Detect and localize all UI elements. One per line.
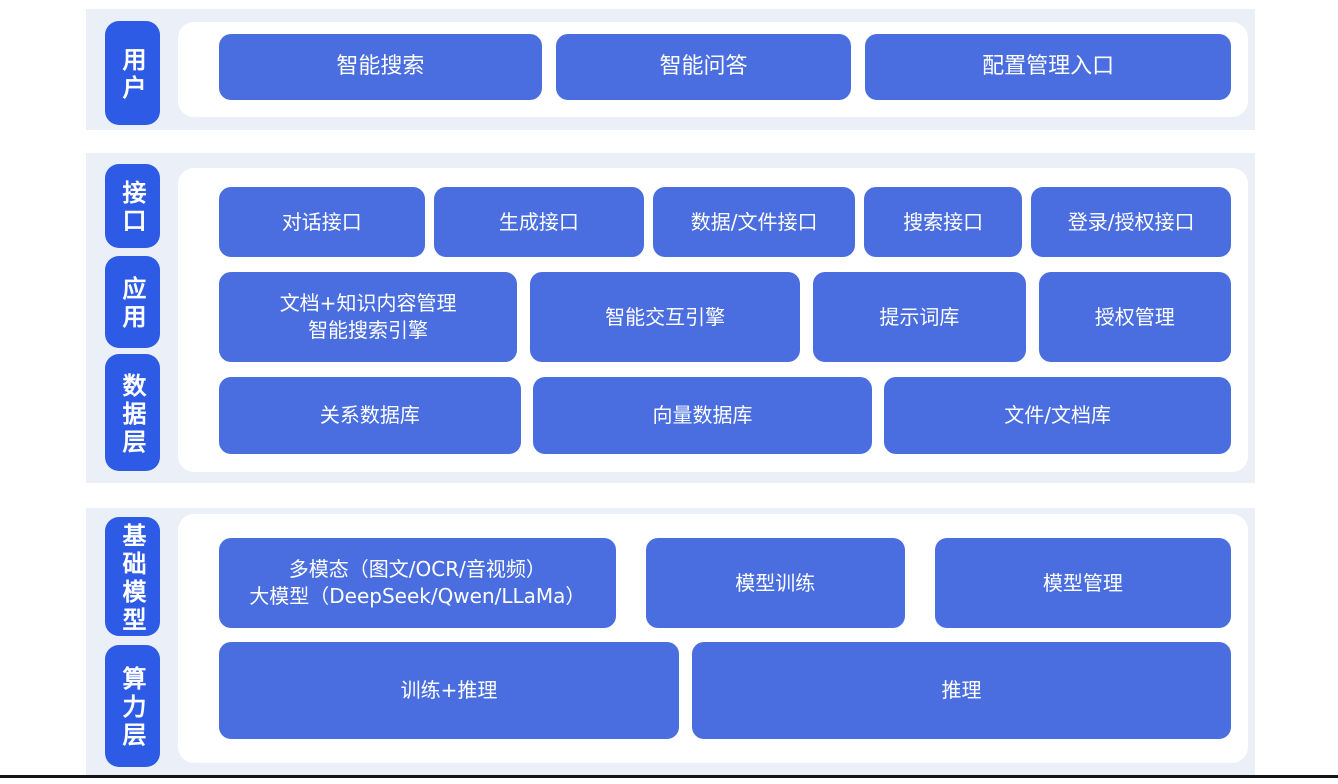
block-interaction-engine: 智能交互引擎 <box>530 272 801 362</box>
row-models: 多模态（图文/OCR/音视频） 大模型（DeepSeek/Qwen/LLaMa）… <box>219 538 1232 628</box>
block-auth-management: 授权管理 <box>1038 272 1231 362</box>
card-user: 智能搜索 智能问答 配置管理入口 <box>178 22 1248 117</box>
card-foundation: 多模态（图文/OCR/音视频） 大模型（DeepSeek/Qwen/LLaMa）… <box>178 514 1248 763</box>
bottom-separator-line <box>0 775 1338 778</box>
block-doc-knowledge-search-engine: 文档+知识内容管理 智能搜索引擎 <box>219 272 518 362</box>
layer-band-foundation: 基础模型 算力层 多模态（图文/OCR/音视频） 大模型（DeepSeek/Qw… <box>86 508 1255 775</box>
block-smart-search: 智能搜索 <box>219 34 542 100</box>
block-model-management: 模型管理 <box>934 538 1232 628</box>
block-training-inference: 训练+推理 <box>219 642 679 739</box>
label-column-middle: 接口 应用 数据层 <box>86 153 160 483</box>
layer-band-middle: 接口 应用 数据层 对话接口 生成接口 数据/文件接口 搜索接口 登录/授权接口… <box>86 153 1255 483</box>
label-users: 用户 <box>105 21 160 125</box>
block-prompt-library: 提示词库 <box>813 272 1026 362</box>
layer-stack: 用户 智能搜索 智能问答 配置管理入口 接口 应用 数据层 对话接口 生成接口 <box>86 9 1255 775</box>
block-relational-db: 关系数据库 <box>219 377 521 454</box>
row-interfaces: 对话接口 生成接口 数据/文件接口 搜索接口 登录/授权接口 <box>219 187 1231 257</box>
block-multimodal-llm: 多模态（图文/OCR/音视频） 大模型（DeepSeek/Qwen/LLaMa） <box>219 538 616 628</box>
block-generation-api: 生成接口 <box>433 187 645 257</box>
block-inference: 推理 <box>692 642 1231 739</box>
label-compute-layer: 算力层 <box>105 645 160 767</box>
block-dialog-api: 对话接口 <box>219 187 425 257</box>
card-middle: 对话接口 生成接口 数据/文件接口 搜索接口 登录/授权接口 文档+知识内容管理… <box>178 168 1248 472</box>
row-databases: 关系数据库 向量数据库 文件/文档库 <box>219 377 1231 454</box>
block-config-management-entry: 配置管理入口 <box>865 34 1231 100</box>
block-data-file-api: 数据/文件接口 <box>653 187 855 257</box>
block-vector-db: 向量数据库 <box>532 377 873 454</box>
label-column-foundation: 基础模型 算力层 <box>86 508 160 775</box>
block-smart-qa: 智能问答 <box>555 34 852 100</box>
row-user-entries: 智能搜索 智能问答 配置管理入口 <box>219 34 1231 100</box>
block-file-doc-db: 文件/文档库 <box>884 377 1231 454</box>
row-applications: 文档+知识内容管理 智能搜索引擎 智能交互引擎 提示词库 授权管理 <box>219 272 1231 362</box>
block-search-api: 搜索接口 <box>863 187 1023 257</box>
label-application: 应用 <box>105 256 160 348</box>
layer-band-user: 用户 智能搜索 智能问答 配置管理入口 <box>86 9 1255 130</box>
label-foundation-model: 基础模型 <box>105 517 160 636</box>
label-data-layer: 数据层 <box>105 354 160 471</box>
block-login-auth-api: 登录/授权接口 <box>1031 187 1231 257</box>
label-interface: 接口 <box>105 164 160 248</box>
row-compute: 训练+推理 推理 <box>219 642 1231 739</box>
label-column-user: 用户 <box>86 9 160 130</box>
block-model-training: 模型训练 <box>645 538 905 628</box>
